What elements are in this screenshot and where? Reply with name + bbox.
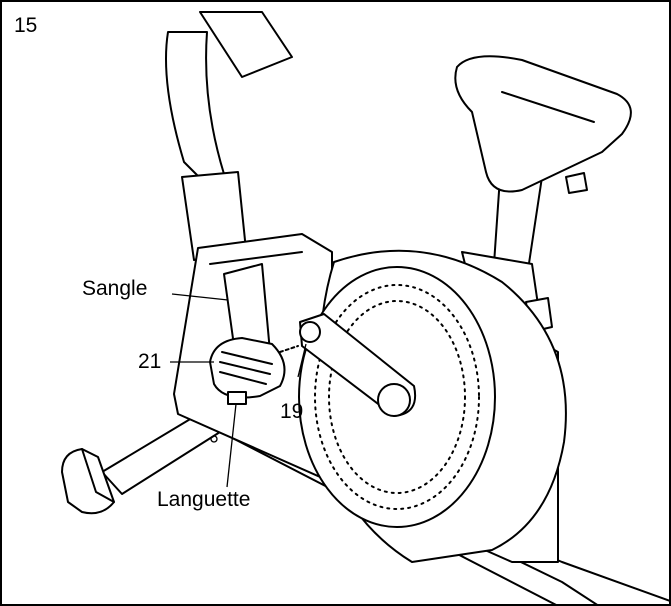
seat-slider-knob bbox=[565, 172, 588, 194]
crank-hub bbox=[377, 383, 411, 417]
pedal-tab bbox=[227, 391, 247, 405]
tab-label: Languette bbox=[157, 488, 251, 511]
part-21-label: 21 bbox=[138, 350, 162, 373]
flywheel-vent-pattern-inner bbox=[328, 300, 466, 494]
handlebar-post bbox=[165, 31, 225, 181]
frame-bolt-front bbox=[210, 435, 218, 443]
part-19-leader bbox=[297, 343, 307, 378]
pedal-tread bbox=[219, 351, 273, 385]
console-bottom bbox=[199, 11, 293, 78]
crank-hole bbox=[299, 321, 321, 343]
stabilizer-end-cap bbox=[61, 448, 115, 515]
pedal-axis-line bbox=[279, 345, 299, 353]
strap-leader bbox=[171, 293, 229, 301]
part-19-label: 19 bbox=[280, 400, 304, 423]
seat-groove bbox=[501, 91, 595, 123]
step-number: 15 bbox=[14, 14, 38, 37]
flywheel-vent-pattern bbox=[314, 284, 480, 510]
tab-leader bbox=[226, 403, 237, 488]
seat bbox=[454, 55, 632, 193]
strap-label: Sangle bbox=[82, 277, 148, 300]
end-cap-edge bbox=[81, 448, 115, 503]
frame-edge bbox=[209, 251, 303, 265]
